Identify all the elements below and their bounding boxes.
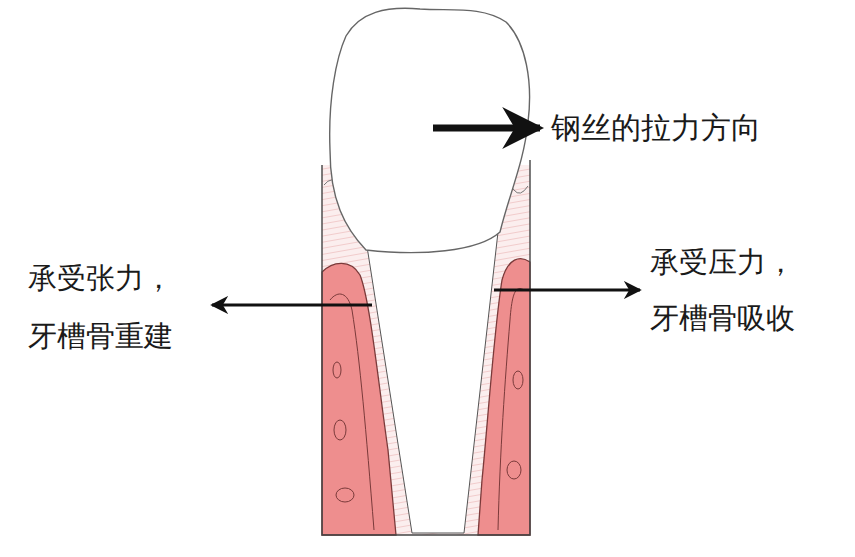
bone-pore: [333, 362, 341, 378]
bone-layer-line: [330, 294, 374, 530]
tooth-root: [366, 232, 498, 533]
pressure-label: 承受压力， 牙槽骨吸收: [650, 234, 812, 346]
bone-pore: [513, 371, 523, 389]
pressure-arrow: [494, 289, 640, 292]
tension-arrow: [212, 304, 372, 307]
force-direction-label: 钢丝的拉力方向: [551, 108, 851, 148]
force-arrow: [433, 125, 540, 132]
bone-layer-line: [498, 289, 524, 530]
tension-label: 承受张力， 牙槽骨重建: [28, 249, 190, 365]
bone-pore: [336, 488, 354, 502]
bone-pore: [507, 461, 521, 479]
bone-pore: [334, 420, 346, 440]
